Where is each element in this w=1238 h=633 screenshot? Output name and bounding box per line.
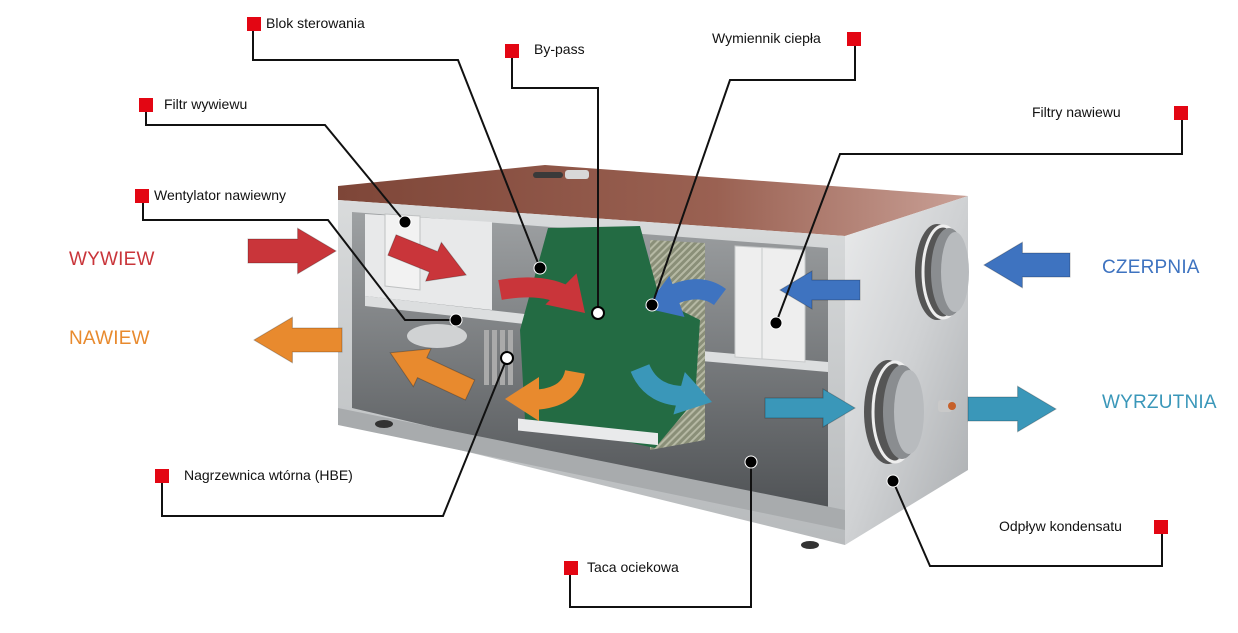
callout-wymiennik-ciepla: Wymiennik ciepła (712, 30, 821, 46)
leader-target-dot (744, 455, 758, 469)
arrow-nawiew-out (253, 316, 343, 364)
foot-left (375, 420, 393, 428)
callout-marker-square (1174, 106, 1188, 120)
callout-marker-square (564, 561, 578, 575)
arrow-inside-supply-2 (505, 369, 585, 421)
leader-line (892, 480, 1163, 567)
callout-by-pass: By-pass (534, 41, 585, 57)
callout-taca-ociekowa: Taca ociekowa (587, 559, 679, 575)
leader-line (142, 195, 456, 321)
leader-wentylator-nawiewny (135, 189, 463, 327)
callout-marker-square (247, 17, 261, 31)
flow-label-nawiew: NAWIEW (69, 328, 150, 349)
leader-target-dot (886, 474, 900, 488)
callout-marker-square (847, 32, 861, 46)
leader-target-dot (449, 313, 463, 327)
leader-target-dot (645, 298, 659, 312)
leader-by-pass (505, 44, 605, 320)
callout-nagrzewnica-wtorna: Nagrzewnica wtórna (HBE) (184, 467, 353, 483)
arrow-inside-fresh-2 (779, 270, 861, 310)
leader-line (252, 23, 541, 269)
leader-blok-sterowania (247, 17, 547, 275)
condensate-drain-fitting (938, 400, 956, 412)
upper-shelf (365, 296, 560, 328)
leader-line (651, 38, 856, 306)
arrow-wyrzutnia-out (967, 385, 1057, 433)
leader-odplyw-kondensatu (886, 474, 1168, 567)
top-fitting (565, 170, 589, 179)
leader-line (511, 50, 599, 313)
flow-label-czerpnia: CZERPNIA (1102, 257, 1200, 278)
callout-marker-square (139, 98, 153, 112)
duct-connector-bottom (864, 360, 924, 464)
top-panel (338, 165, 968, 236)
callout-marker-square (155, 469, 169, 483)
leader-target-dot (398, 215, 412, 229)
right-shelf (690, 350, 828, 372)
leader-line (145, 104, 406, 223)
handle (533, 172, 563, 178)
supply-fan (407, 324, 467, 348)
callout-marker-square (135, 189, 149, 203)
leader-filtry-nawiewu (769, 106, 1188, 330)
callout-filtry-nawiewu: Filtry nawiewu (1032, 104, 1121, 120)
leader-target-dot (533, 261, 547, 275)
foot-right (801, 541, 819, 549)
drip-tray-front (518, 418, 658, 446)
arrow-wywiew-in (247, 227, 337, 275)
leader-target-dot (769, 316, 783, 330)
arrow-inside-exhaust-out-2 (764, 388, 856, 428)
bottom-rail (338, 408, 845, 530)
callout-blok-sterowania: Blok sterowania (266, 15, 365, 31)
supply-filters (734, 245, 806, 363)
arrow-inside-exhaust-2 (498, 273, 585, 313)
flow-label-wyrzutnia: WYRZUTNIA (1102, 392, 1217, 413)
leader-target-dot (500, 351, 514, 365)
leader-line (161, 357, 508, 517)
arrow-czerpnia-in (983, 241, 1071, 289)
leader-nagrzewnica-wtorna (155, 351, 514, 517)
flow-label-wywiew: WYWIEW (69, 249, 155, 270)
leader-filtr-wywiewu (139, 98, 412, 229)
leader-taca-ociekowa (564, 455, 758, 608)
callout-filtr-wywiewu: Filtr wywiewu (164, 96, 248, 112)
leader-wymiennik-ciepla (645, 32, 861, 312)
leader-line (775, 112, 1183, 324)
callout-wentylator-nawiewny: Wentylator nawiewny (154, 187, 287, 203)
arrow-inside-supply-1 (389, 348, 476, 401)
callout-marker-square (505, 44, 519, 58)
duct-connector-top (915, 224, 969, 320)
arrow-inside-exhaust-1 (387, 234, 468, 282)
leader-target-dot (591, 306, 605, 320)
arrow-inside-exhaust-out-1 (630, 363, 712, 415)
callout-marker-square (1154, 520, 1168, 534)
callout-odplyw-kondensatu: Odpływ kondensatu (999, 518, 1122, 534)
leader-line (569, 462, 752, 608)
